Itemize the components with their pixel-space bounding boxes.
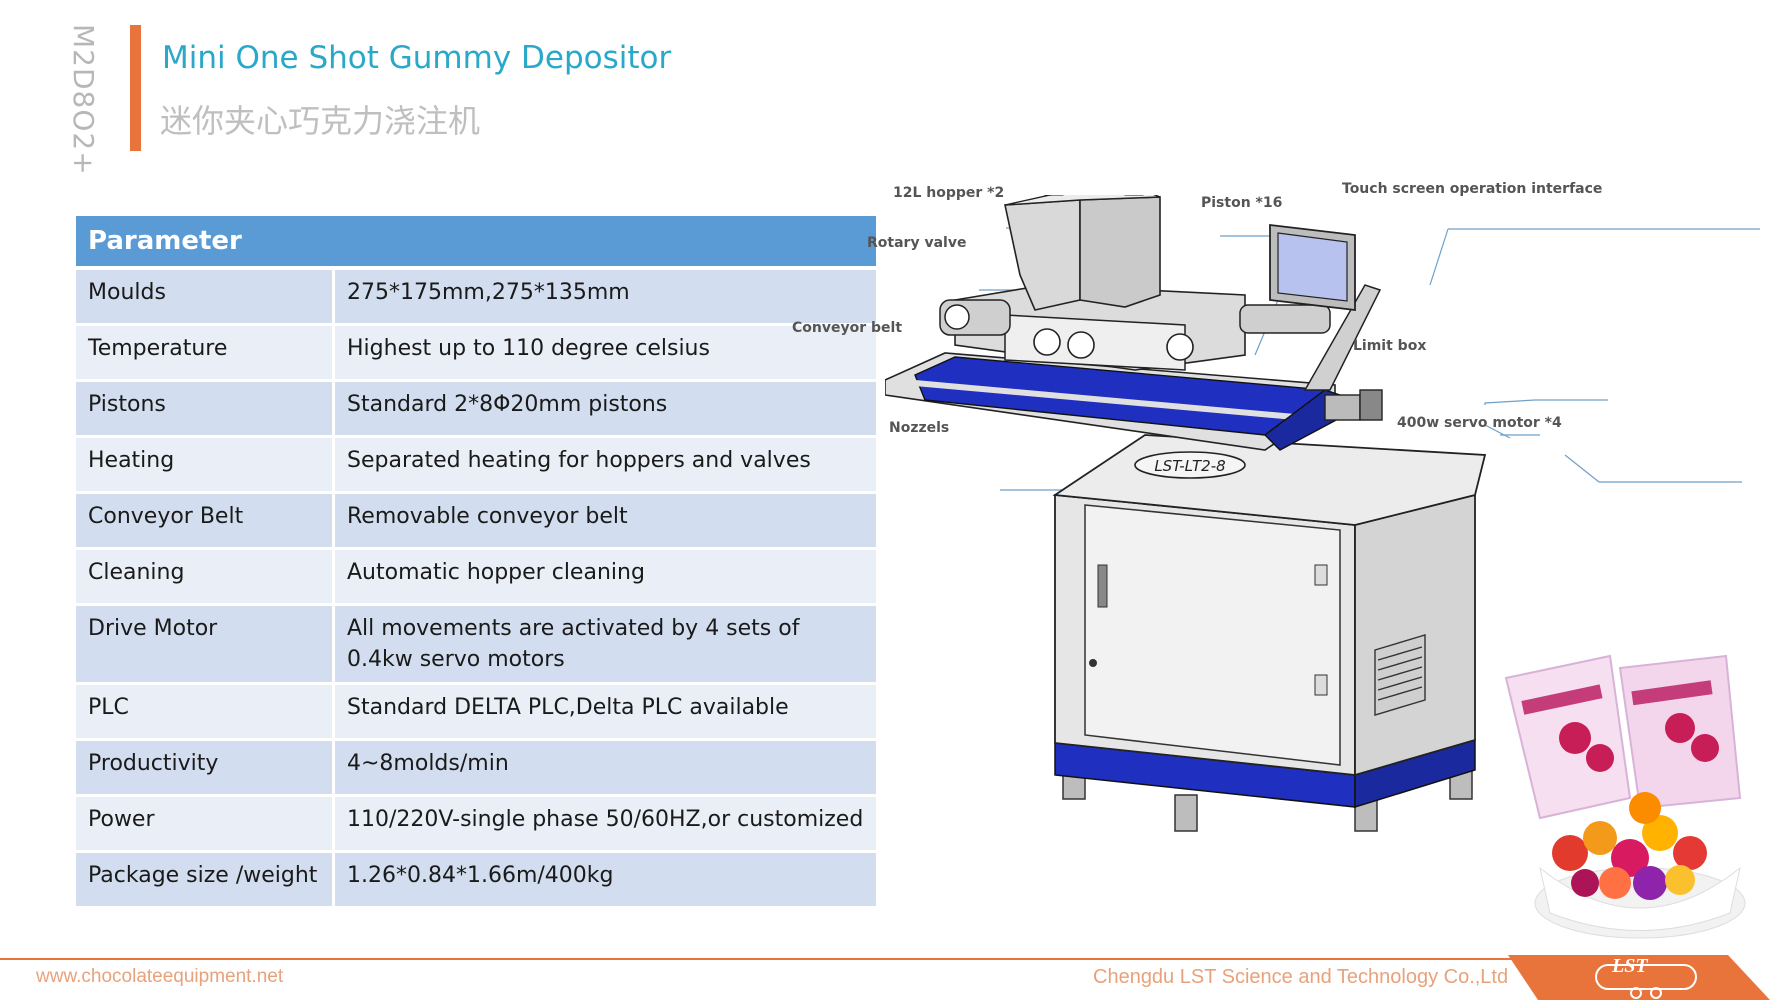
- row-key: Productivity: [76, 739, 335, 797]
- title-accent-bar: [130, 25, 141, 151]
- machine-illustration: LST-LT2-8 12L hopper *2 Pist: [792, 181, 1765, 875]
- callout-nozzels: Nozzels: [889, 420, 950, 436]
- table-row: Pistons Standard 2*8Φ20mm pistons: [76, 380, 876, 438]
- row-value: Highest up to 110 degree celsius: [333, 324, 876, 382]
- parameter-table: Parameter Moulds 275*175mm,275*135mm Tem…: [76, 216, 876, 909]
- model-code: M2D8O2+: [67, 24, 100, 176]
- table-row: Cleaning Automatic hopper cleaning: [76, 548, 876, 606]
- table-row: Heating Separated heating for hoppers an…: [76, 436, 876, 494]
- row-key: Cleaning: [76, 548, 335, 606]
- footer-logo-band: [1508, 955, 1770, 1000]
- callout-limit-box: Limit box: [1353, 338, 1427, 354]
- page-subtitle-chinese: 迷你夹心巧克力浇注机: [160, 102, 481, 140]
- table-row: Drive Motor All movements are activated …: [76, 604, 876, 685]
- callout-hopper: 12L hopper *2: [893, 185, 1005, 201]
- row-key: Heating: [76, 436, 335, 494]
- callout-servo-motor: 400w servo motor *4: [1397, 415, 1562, 431]
- machine-model-badge: LST-LT2-8: [1154, 457, 1225, 475]
- callout-touch-screen: Touch screen operation interface: [1342, 181, 1603, 197]
- callout-conveyor-belt: Conveyor belt: [792, 320, 903, 336]
- table-row: Productivity 4~8molds/min: [76, 739, 876, 797]
- table-row: Temperature Highest up to 110 degree cel…: [76, 324, 876, 382]
- gummy-product-photo: [1500, 648, 1756, 948]
- row-value: Removable conveyor belt: [333, 492, 876, 550]
- row-key: Power: [76, 795, 335, 853]
- table-row: Moulds 275*175mm,275*135mm: [76, 268, 876, 326]
- row-value: 4~8molds/min: [333, 739, 876, 797]
- machine-drawing: LST-LT2-8: [884, 184, 1760, 832]
- footer-company-name: Chengdu LST Science and Technology Co.,L…: [1093, 966, 1509, 988]
- page-title: Mini One Shot Gummy Depositor: [162, 40, 672, 76]
- row-value: Separated heating for hoppers and valves: [333, 436, 876, 494]
- table-row: Power 110/220V-single phase 50/60HZ,or c…: [76, 795, 876, 853]
- row-key: Pistons: [76, 380, 335, 438]
- row-value: All movements are activated by 4 sets of…: [333, 604, 876, 685]
- row-value: 275*175mm,275*135mm: [333, 268, 876, 326]
- company-logo: LST: [1612, 955, 1648, 977]
- row-key: Drive Motor: [76, 604, 335, 685]
- row-key: PLC: [76, 683, 335, 741]
- row-value: 1.26*0.84*1.66m/400kg: [333, 851, 876, 909]
- row-value: Standard 2*8Φ20mm pistons: [333, 380, 876, 438]
- row-key: Temperature: [76, 324, 335, 382]
- table-row: PLC Standard DELTA PLC,Delta PLC availab…: [76, 683, 876, 741]
- row-value: Automatic hopper cleaning: [333, 548, 876, 606]
- row-value: 110/220V-single phase 50/60HZ,or customi…: [333, 795, 876, 853]
- callout-rotary-valve: Rotary valve: [867, 235, 967, 251]
- callout-piston: Piston *16: [1201, 195, 1283, 211]
- table-header: Parameter: [76, 216, 876, 270]
- table-row: Package size /weight 1.26*0.84*1.66m/400…: [76, 851, 876, 909]
- footer-website: www.chocolateequipment.net: [36, 966, 284, 987]
- row-key: Moulds: [76, 268, 335, 326]
- row-key: Package size /weight: [76, 851, 335, 909]
- footer-divider: [0, 958, 1530, 960]
- table-row: Conveyor Belt Removable conveyor belt: [76, 492, 876, 550]
- row-key: Conveyor Belt: [76, 492, 335, 550]
- row-value: Standard DELTA PLC,Delta PLC available: [333, 683, 876, 741]
